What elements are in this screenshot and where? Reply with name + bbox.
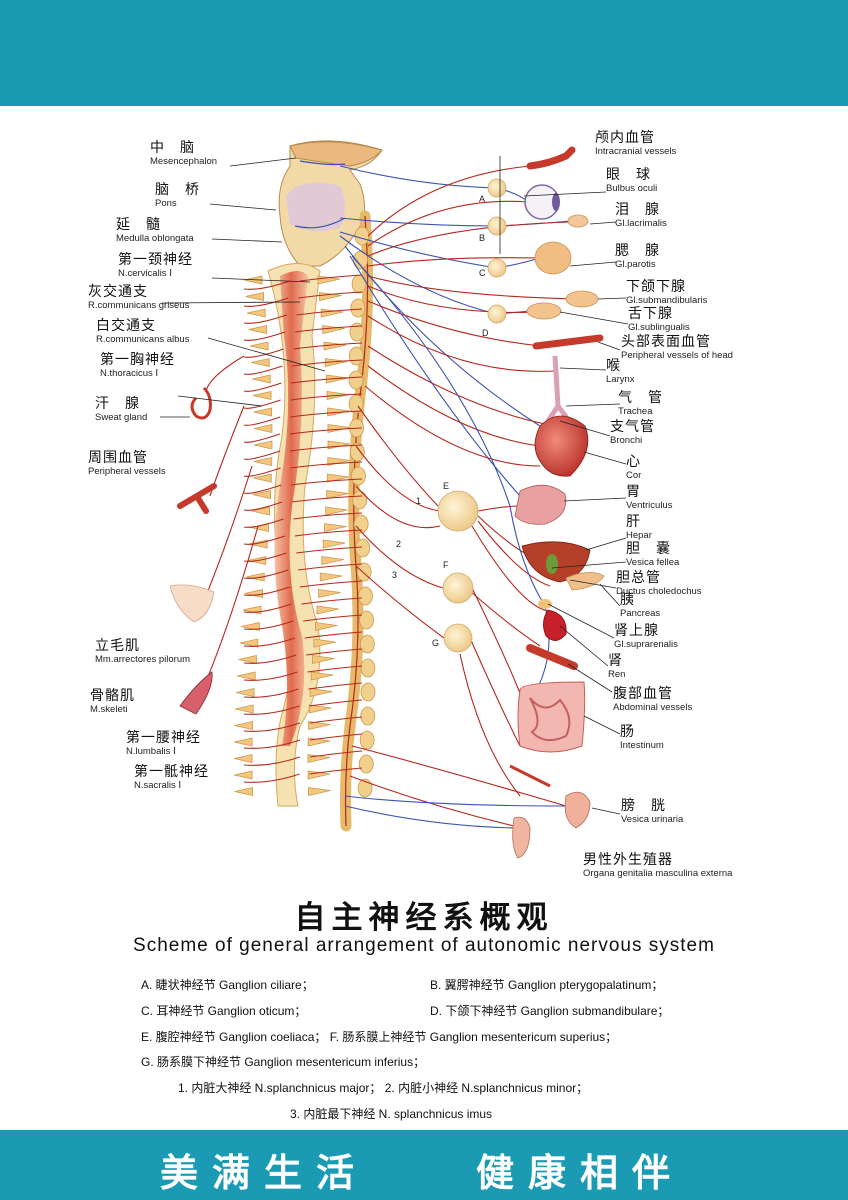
nervous-system-illustration: A B C D E F G 1 2 3 — [160, 140, 629, 859]
bladder — [564, 791, 591, 829]
marker-e: E — [443, 481, 449, 491]
marker-g: G — [432, 638, 439, 648]
ganglion-d — [487, 304, 507, 324]
marker-a: A — [479, 194, 485, 204]
adrenal-gland — [538, 599, 552, 609]
legend-item-d: D. 下颌下神经节 Ganglion submandibulare； — [430, 1004, 670, 1018]
genitalia — [512, 816, 531, 859]
marker-2: 2 — [396, 539, 401, 549]
leader-lines — [160, 156, 629, 815]
marker-b: B — [479, 233, 485, 243]
top-banner — [0, 0, 848, 106]
nerve-fibers — [199, 165, 581, 829]
title-english: Scheme of general arrangement of autonom… — [133, 935, 715, 956]
skin-arrector — [169, 584, 215, 623]
slogan-right: 健康相伴 — [476, 1150, 685, 1195]
sublingual-gland — [526, 302, 562, 320]
parotid-gland — [534, 241, 572, 275]
ganglion-b — [487, 216, 507, 236]
marker-d: D — [482, 328, 489, 338]
brainstem — [278, 140, 383, 267]
ganglion-e — [437, 490, 479, 532]
organs — [169, 146, 605, 859]
skeletal-muscle — [179, 671, 213, 715]
marker-1: 1 — [416, 496, 421, 506]
marker-3: 3 — [392, 570, 397, 580]
pancreas — [565, 572, 605, 591]
lacrimal-gland — [567, 214, 589, 228]
legend-item-c: C. 耳神经节 Ganglion oticum； — [141, 1004, 307, 1018]
legend-item-a: A. 睫状神经节 Ganglion ciliare； — [141, 978, 314, 992]
slogan-left: 美满生活 — [160, 1150, 369, 1195]
intestine — [517, 681, 586, 753]
title-chinese: 自主神经系概观 — [294, 900, 554, 936]
ganglion-a — [487, 178, 507, 198]
legend-item-e-f: E. 腹腔神经节 Ganglion coeliaca； F. 肠系膜上神经节 G… — [141, 1030, 618, 1044]
trachea — [545, 355, 572, 424]
heart — [534, 415, 589, 477]
head-vessels — [532, 334, 604, 350]
stomach — [514, 484, 567, 525]
marker-c: C — [479, 268, 486, 278]
marker-f: F — [443, 560, 449, 570]
legend-item-1-2: 1. 内脏大神经 N.splanchnicus major； 2. 内脏小神经 … — [178, 1081, 589, 1095]
intracranial-vessels — [526, 146, 576, 170]
sympathetic-trunk — [340, 210, 376, 832]
marker-letters: A B C D E F G 1 2 3 — [392, 194, 489, 648]
ganglion-f — [442, 572, 474, 604]
legend-item-g: G. 肠系膜下神经节 Ganglion mesentericum inferiu… — [141, 1055, 426, 1069]
ganglion-g — [443, 623, 473, 653]
ganglion-c — [487, 258, 507, 278]
submandibular-gland — [565, 290, 599, 308]
gallbladder — [546, 554, 558, 574]
peripheral-vessels — [177, 483, 217, 514]
sweat-gland — [190, 386, 212, 420]
bottom-banner — [0, 1130, 848, 1200]
kidney — [543, 609, 567, 641]
legend-item-3: 3. 内脏最下神经 N. splanchnicus imus — [290, 1107, 493, 1121]
legend-item-b: B. 翼腭神经节 Ganglion pterygopalatinum； — [430, 978, 664, 992]
peripheral-ganglia — [437, 178, 507, 653]
abdominal-vessels — [526, 644, 578, 670]
